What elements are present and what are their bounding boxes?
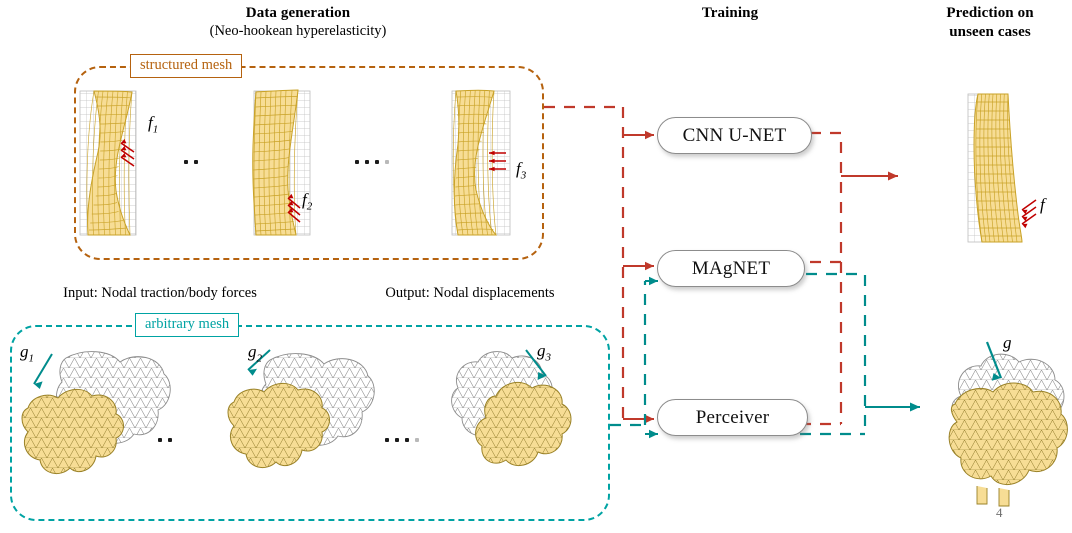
force-label-f2-symbol: f — [302, 190, 307, 209]
red-prediction-arrow — [841, 171, 898, 181]
network-perceiver-label: Perceiver — [695, 406, 770, 428]
force-label-f2-sub: 2 — [306, 200, 313, 213]
force-label-g2-sub: 2 — [256, 352, 263, 365]
structured-mesh-group-box — [74, 66, 544, 260]
force-label-f3: f3 — [516, 159, 526, 181]
force-label-g3: g3 — [537, 341, 551, 363]
force-arrow-g1 — [33, 353, 53, 389]
page-number: 4 — [996, 505, 1003, 520]
force-label-f3-sub: 3 — [520, 169, 527, 182]
force-arrows-f3 — [489, 150, 506, 172]
force-label-f2: f2 — [302, 190, 312, 212]
force-arrow-g2 — [247, 349, 271, 376]
structured-beam-3 — [451, 89, 511, 236]
structured-ellipsis-long — [355, 160, 389, 164]
arbitrary-ellipsis-short — [158, 438, 172, 442]
force-arrows-f1 — [120, 139, 135, 167]
prediction-heading: Prediction on unseen cases — [915, 4, 1065, 42]
structured-beam-2 — [252, 89, 311, 236]
input-label: Input: Nodal traction/body forces — [63, 285, 257, 301]
force-label-f1-sub: 1 — [152, 123, 159, 136]
force-label-f1-symbol: f — [148, 113, 153, 132]
force-label-g1-symbol: g — [20, 342, 29, 361]
network-magnet-label: MAgNET — [691, 257, 771, 279]
network-cnn-u-net[interactable]: CNN U-NET — [657, 117, 812, 154]
network-magnet[interactable]: MAgNET — [657, 250, 805, 287]
teal-prediction-arrow — [865, 402, 920, 412]
teal-arrows-into-nets — [645, 276, 658, 439]
arbitrary-ellipsis-long — [385, 438, 419, 442]
output-label: Output: Nodal displacements — [385, 285, 555, 301]
force-label-g-prediction-symbol: g — [1003, 333, 1012, 352]
prediction-title-line2: unseen cases — [949, 24, 1031, 41]
arbitrary-organ-2 — [227, 349, 375, 469]
arbitrary-organ-1 — [21, 351, 171, 475]
force-arrows-f2 — [287, 193, 301, 223]
red-arrows-into-nets — [623, 130, 654, 424]
force-arrow-g-prediction — [985, 341, 1003, 381]
arbitrary-mesh-group-box — [10, 325, 610, 521]
structured-mesh-tag: structured mesh — [130, 54, 243, 78]
data-generation-title: Data generation — [245, 5, 351, 21]
force-arrow-g3 — [525, 349, 547, 380]
force-label-f-prediction: f — [1040, 195, 1045, 215]
force-label-f1: f1 — [148, 113, 158, 135]
teal-output-spine — [806, 272, 867, 434]
force-label-g3-sub: 3 — [545, 351, 552, 364]
force-label-g-prediction: g — [1003, 333, 1012, 353]
structured-beam-1 — [79, 90, 137, 236]
force-label-g1-sub: 1 — [28, 352, 35, 365]
force-label-g2: g2 — [248, 342, 262, 364]
training-title: Training — [701, 5, 759, 21]
arbitrary-organ-3 — [451, 349, 572, 467]
force-label-g1: g1 — [20, 342, 34, 364]
data-generation-subtitle: (Neo-hookean hyperelasticity) — [209, 23, 387, 39]
network-perceiver[interactable]: Perceiver — [657, 399, 808, 436]
force-label-f-prediction-symbol: f — [1040, 195, 1045, 214]
prediction-title-line1: Prediction on — [946, 5, 1034, 21]
network-cnn-u-net-label: CNN U-NET — [682, 124, 787, 146]
force-arrows-f-prediction — [1021, 199, 1037, 229]
force-label-g2-symbol: g — [248, 342, 257, 361]
force-label-g3-symbol: g — [537, 341, 546, 360]
structured-ellipsis-short — [184, 160, 198, 164]
red-output-spine — [810, 131, 843, 424]
data-generation-subtitle-wrap: (Neo-hookean hyperelasticity) — [158, 22, 438, 41]
force-label-f3-symbol: f — [516, 159, 521, 178]
arbitrary-mesh-tag: arbitrary mesh — [135, 313, 240, 337]
prediction-organ — [948, 341, 1068, 507]
prediction-beam — [967, 93, 1037, 243]
training-heading: Training — [655, 4, 805, 23]
data-generation-heading: Data generation — [178, 4, 418, 23]
